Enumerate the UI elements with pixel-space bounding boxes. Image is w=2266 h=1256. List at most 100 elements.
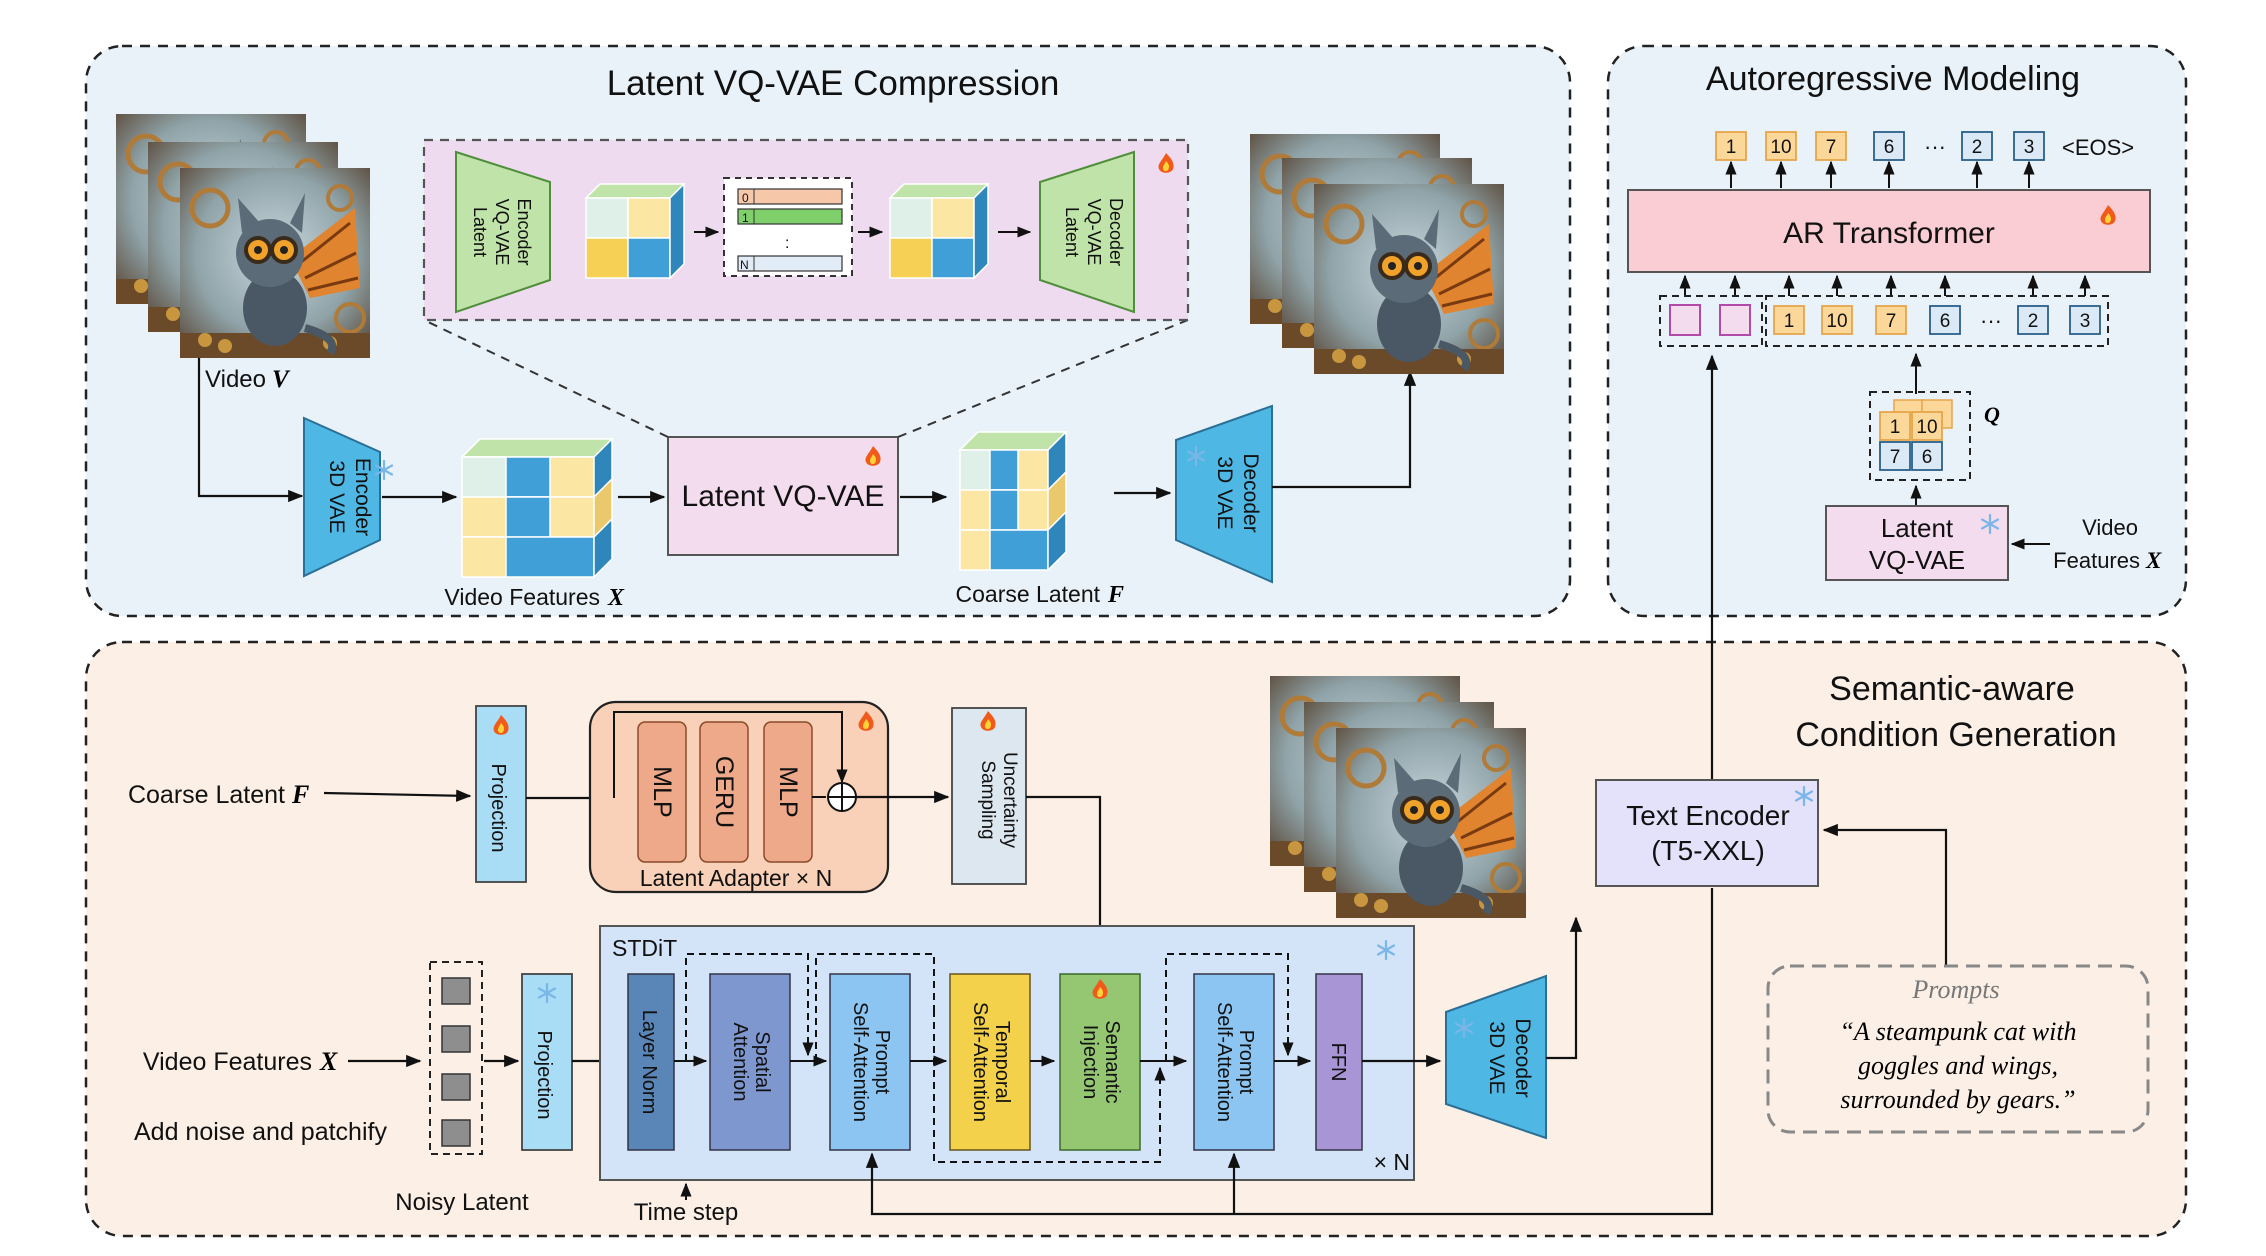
condition-token-group xyxy=(1659,295,1763,347)
eos-token: <EOS> xyxy=(2062,135,2134,160)
prompts-box xyxy=(1766,964,2150,1134)
prompt-attn-1-l2: Self-Attention xyxy=(849,1002,871,1122)
ffn-box xyxy=(1315,973,1363,1151)
codebook-0: 0 xyxy=(742,191,749,205)
inset-encoder-l1: Latent xyxy=(470,207,490,257)
token-box xyxy=(2069,305,2101,335)
token-box xyxy=(1961,131,1993,161)
ar-input-arrows xyxy=(1679,274,2091,296)
input-token-group xyxy=(1765,295,2109,347)
adapter-skip-connection xyxy=(613,711,848,798)
adapter-label: Latent Adapter × N xyxy=(640,865,832,891)
projection-box-1 xyxy=(475,705,527,883)
video-var: V xyxy=(272,366,291,393)
sem-video-features-label: Video Features xyxy=(143,1048,312,1076)
inset-decoder-l1: Latent xyxy=(1062,207,1082,257)
token-box xyxy=(2017,305,2049,335)
prompt-line-2: goggles and wings, xyxy=(1858,1051,2058,1080)
vae-encoder-l2: Encoder xyxy=(351,458,374,536)
ar-video-features-var: X xyxy=(2145,548,2162,573)
geru-label: GERU xyxy=(710,756,738,828)
inset-encoder-shape xyxy=(455,150,551,314)
skip-spatial xyxy=(685,953,814,1061)
semantic-injection-box xyxy=(1059,973,1141,1151)
projection-2-label: Projection xyxy=(533,1031,555,1120)
spatial-l2: Attention xyxy=(729,1023,751,1102)
noisy-latent-label: Noisy Latent xyxy=(395,1189,529,1216)
inset-connector-right xyxy=(897,319,1189,438)
text-condition-line xyxy=(865,888,1714,1216)
ar-latent-vqvae-l2: VQ-VAE xyxy=(1869,545,1965,575)
vae-decoder-l2: Decoder xyxy=(1239,453,1262,532)
condition-token-1 xyxy=(1669,304,1701,336)
latent-vqvae-box xyxy=(667,436,899,556)
video-features-cubes xyxy=(460,437,614,579)
spatial-attention-box xyxy=(709,973,791,1151)
coarse-latent-label: Coarse Latent xyxy=(956,581,1101,607)
token-box xyxy=(2013,131,2045,161)
coarse-latent-cubes xyxy=(958,430,1068,572)
ffn-label: FFN xyxy=(1327,1043,1349,1082)
codebook-1: 1 xyxy=(742,211,749,225)
mlp-box-1 xyxy=(637,721,687,863)
ar-video-features-l1: Video xyxy=(2082,515,2138,540)
vae-encoder-l1: 3D VAE xyxy=(325,460,348,533)
noisy-patch-4 xyxy=(441,1119,471,1147)
arrow-coarse-to-projection xyxy=(323,789,472,802)
uncertainty-l2: Sampling xyxy=(977,760,998,839)
compression-title: Latent VQ-VAE Compression xyxy=(607,64,1060,103)
vae-decoder-l1: 3D VAE xyxy=(1213,456,1236,529)
ellipsis-token: ··· xyxy=(1980,308,2002,333)
token-box xyxy=(1873,131,1905,161)
temporal-semantic-group xyxy=(933,1010,1166,1163)
q-token-label: 6 xyxy=(1922,447,1933,468)
q-token-group xyxy=(1869,391,1971,481)
token-label: 6 xyxy=(1940,311,1951,332)
layer-norm-label: Layer Norm xyxy=(638,1010,660,1114)
stdit-label: STDiT xyxy=(612,935,677,961)
video-features-var: X xyxy=(607,585,625,611)
ar-video-features-l2: Features xyxy=(2053,548,2140,573)
temporal-attention-box xyxy=(949,973,1031,1151)
q-label: Q xyxy=(1984,402,2000,427)
text-encoder-box xyxy=(1595,779,1819,887)
noisy-patch-3 xyxy=(441,1073,471,1101)
codebook-n: N xyxy=(740,258,749,272)
ar-title: Autoregressive Modeling xyxy=(1706,60,2080,98)
q-token-box xyxy=(1879,411,1911,441)
prompt-line-1: “A steampunk cat with xyxy=(1839,1017,2076,1046)
sem-vae-decoder-shape xyxy=(1445,974,1547,1140)
prompt-attn-2-l2: Self-Attention xyxy=(1213,1002,1235,1122)
arrow-video-to-encoder xyxy=(197,358,304,503)
input-video-frames xyxy=(116,114,370,358)
prompt-attn-2-l1: Prompt xyxy=(1235,1030,1257,1095)
token-label: 3 xyxy=(2024,137,2035,158)
q-token-box xyxy=(1911,441,1943,471)
condition-token-2 xyxy=(1719,304,1751,336)
inset-decoder-l2: VQ-VAE xyxy=(1084,199,1104,266)
ellipsis-token: ··· xyxy=(1924,134,1946,159)
token-label: 7 xyxy=(1826,137,1837,158)
token-label: 10 xyxy=(1826,311,1847,332)
q-token-label: 1 xyxy=(1890,417,1901,438)
token-label: 1 xyxy=(1784,311,1795,332)
ar-transformer-label: AR Transformer xyxy=(1783,217,1995,250)
token-box xyxy=(1765,131,1797,161)
output-video-frames xyxy=(1250,134,1504,374)
inset-decoder-shape xyxy=(1039,150,1135,314)
ar-latent-vqvae-l1: Latent xyxy=(1881,513,1954,543)
inset-cube-2 xyxy=(888,182,990,280)
semantic-l1: Semantic xyxy=(1101,1020,1123,1103)
arrow-sem-decoder-to-video xyxy=(1546,916,1583,1060)
mlp-2-label: MLP xyxy=(774,766,802,817)
inset-cube-1 xyxy=(584,182,686,280)
temporal-l1: Temporal xyxy=(991,1021,1013,1103)
codebook-row-1 xyxy=(737,208,843,225)
ar-output-arrows xyxy=(1725,160,2035,188)
token-box xyxy=(1773,305,1805,335)
layer-norm-box xyxy=(627,973,675,1151)
video-label: Video xyxy=(205,366,266,393)
inset-encoder-l3: Encoder xyxy=(514,198,534,265)
